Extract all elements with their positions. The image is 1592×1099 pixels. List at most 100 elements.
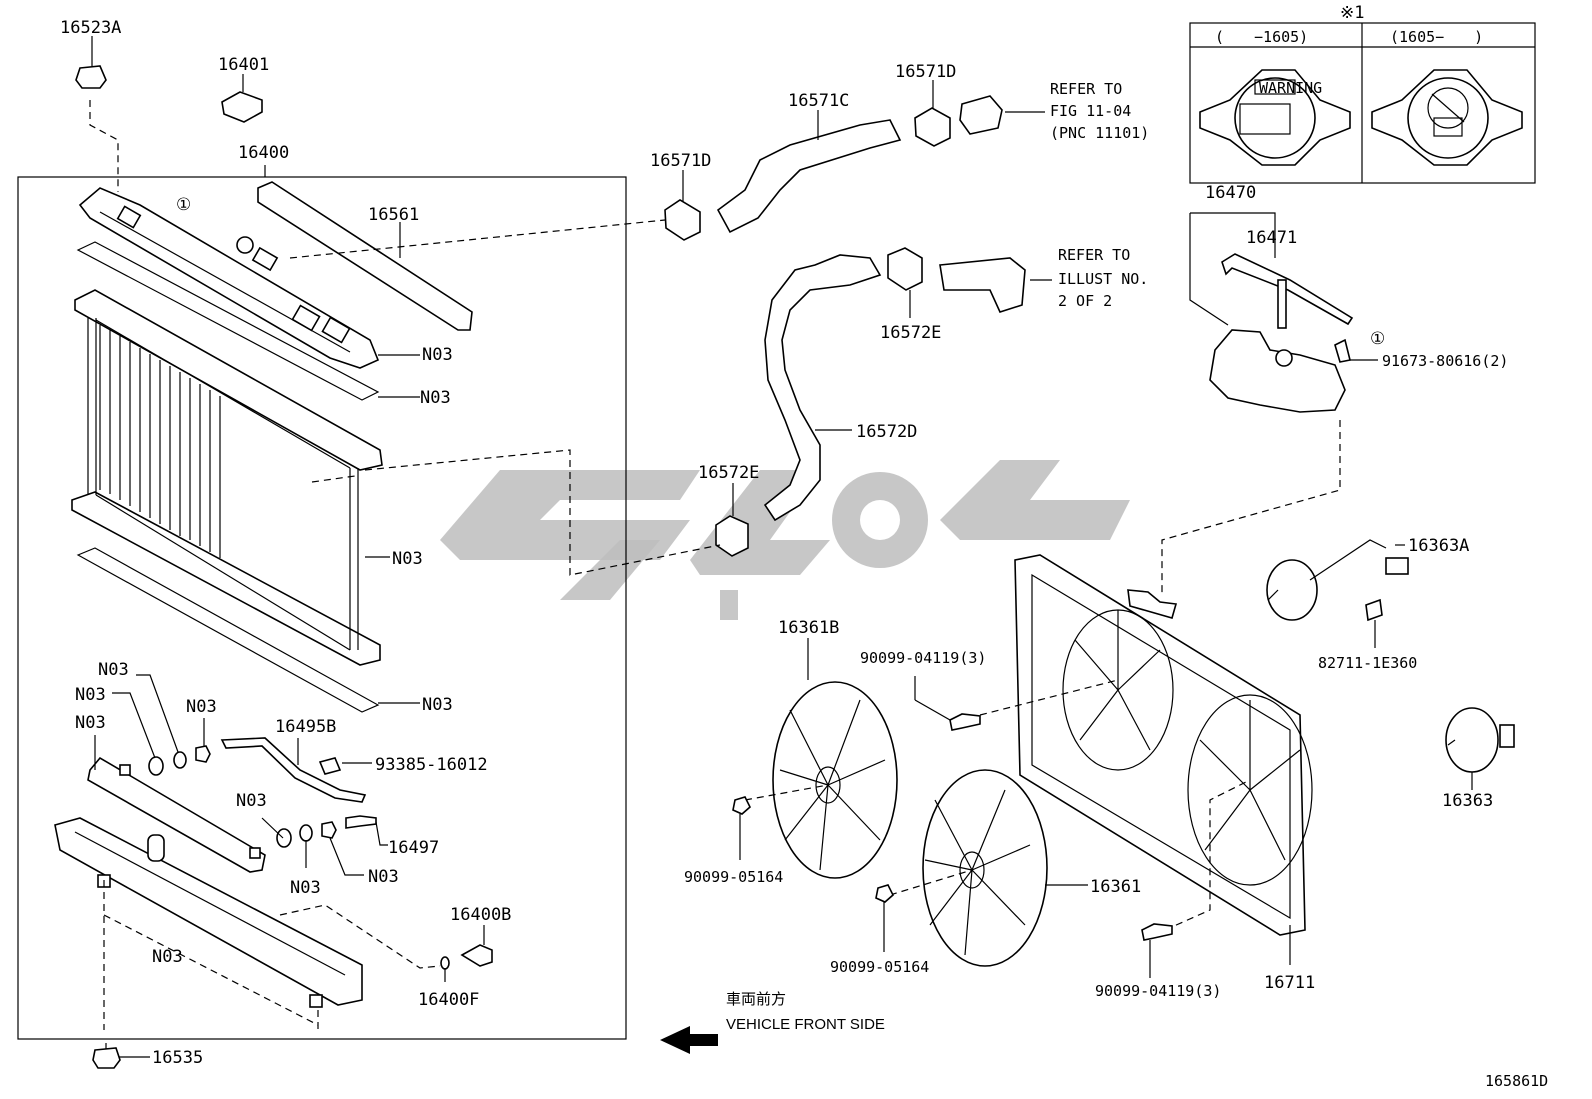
hose-16495B	[220, 737, 367, 803]
part-16571D-right[interactable]: 16571D	[895, 62, 956, 82]
part-16361[interactable]: 16361	[1090, 877, 1141, 897]
figure-id: 165861D	[1485, 1072, 1548, 1090]
refer-2-line3: 2 OF 2	[1058, 292, 1112, 310]
part-n03-8[interactable]: N03	[75, 713, 106, 733]
washer	[173, 751, 187, 769]
part-16711[interactable]: 16711	[1264, 973, 1315, 993]
part-82711-1E360[interactable]: 82711-1E360	[1318, 654, 1417, 672]
inset-col-left: ( −1605)	[1215, 28, 1308, 46]
drain-cock	[460, 944, 493, 967]
part-16363[interactable]: 16363	[1442, 791, 1493, 811]
part-16571D-left[interactable]: 16571D	[650, 151, 711, 171]
part-16535[interactable]: 16535	[152, 1048, 203, 1068]
part-90099-04119-b[interactable]: 90099-04119(3)	[1095, 982, 1221, 1000]
part-16400B[interactable]: 16400B	[450, 905, 511, 925]
part-16571C[interactable]: 16571C	[788, 91, 849, 111]
part-16572D[interactable]: 16572D	[856, 422, 917, 442]
seal-16561	[257, 181, 473, 331]
bolt-90099-04119-b	[1141, 923, 1173, 941]
fan-16361B	[772, 681, 898, 879]
front-note-en: VEHICLE FRONT SIDE	[726, 1016, 885, 1033]
upper-hose-16571C	[716, 119, 902, 234]
refer-2-line2: ILLUST NO.	[1058, 270, 1148, 288]
part-n03-9[interactable]: N03	[236, 791, 267, 811]
inset-col-right: (1605− )	[1390, 28, 1483, 46]
refer-1-line1: REFER TO	[1050, 80, 1122, 98]
part-91673-80616[interactable]: 91673-80616(2)	[1382, 352, 1508, 370]
reservoir-hose-16471	[1221, 253, 1354, 326]
washer-2	[299, 824, 313, 842]
fan-16361	[922, 769, 1048, 967]
reservoir-tank-16470	[1209, 329, 1346, 413]
part-n03-10[interactable]: N03	[290, 878, 321, 898]
part-16400[interactable]: 16400	[238, 143, 289, 163]
drain-plug-16535	[92, 1047, 121, 1069]
circle-marker-right: ①	[1370, 329, 1385, 349]
fan-shroud-16711	[1014, 554, 1313, 936]
part-n03-1[interactable]: N03	[422, 345, 453, 365]
part-16572E-bottom[interactable]: 16572E	[698, 463, 759, 483]
front-note-jp: 車両前方	[726, 991, 786, 1008]
drain-o-ring	[440, 956, 450, 970]
fan-motor-16363A	[1266, 539, 1409, 622]
part-16363A[interactable]: 16363A	[1408, 536, 1469, 556]
water-outlet-fitting	[939, 257, 1026, 313]
clamp-16572E-bottom	[715, 515, 749, 557]
part-16400F[interactable]: 16400F	[418, 990, 479, 1010]
clamp-16572E-top	[887, 247, 923, 291]
upper-gasket	[76, 241, 380, 401]
bolt-16497	[345, 815, 377, 829]
refer-1-line2: FIG 11-04	[1050, 102, 1131, 120]
radiator-core	[71, 289, 383, 666]
lower-gasket	[76, 547, 380, 713]
cap-warning-text: WARNING	[1259, 79, 1322, 97]
cap-gasket-16401	[221, 91, 263, 123]
radiator-assembly-frame	[17, 176, 627, 1040]
refer-2-line1: REFER TO	[1058, 246, 1130, 264]
part-16471[interactable]: 16471	[1246, 228, 1297, 248]
part-16561[interactable]: 16561	[368, 205, 419, 225]
part-n03-11[interactable]: N03	[368, 867, 399, 887]
radiator-cap-16523A	[75, 65, 107, 89]
bolt-90099-04119-a	[949, 713, 981, 731]
hose-fitting	[959, 95, 1003, 135]
nut-90099-05164-a	[732, 796, 751, 815]
part-16572E-top[interactable]: 16572E	[880, 323, 941, 343]
part-93385-16012[interactable]: 93385-16012	[375, 755, 488, 775]
part-n03-4[interactable]: N03	[422, 695, 453, 715]
part-n03-3[interactable]: N03	[392, 549, 423, 569]
part-n03-7[interactable]: N03	[186, 697, 217, 717]
part-16470[interactable]: 16470	[1205, 183, 1256, 203]
part-n03-6[interactable]: N03	[75, 685, 106, 705]
circle-marker-left: ①	[176, 195, 191, 215]
part-16495B[interactable]: 16495B	[275, 717, 336, 737]
part-n03-12[interactable]: N03	[152, 947, 183, 967]
part-16497[interactable]: 16497	[388, 838, 439, 858]
oil-cooler-pipe	[87, 756, 266, 873]
note-marker: ※1	[1340, 3, 1364, 23]
cap-variant-inset: WARNING	[1189, 22, 1536, 184]
part-n03-2[interactable]: N03	[420, 388, 451, 408]
clip-82711	[1365, 598, 1383, 622]
bolt-93385	[318, 757, 342, 775]
part-90099-04119-a[interactable]: 90099-04119(3)	[860, 649, 986, 667]
part-90099-05164-b[interactable]: 90099-05164	[830, 958, 929, 976]
part-90099-05164-a[interactable]: 90099-05164	[684, 868, 783, 886]
part-16523A[interactable]: 16523A	[60, 18, 121, 38]
nut-2	[321, 821, 337, 839]
upper-tank	[78, 187, 380, 369]
leader-lines	[91, 36, 1473, 1058]
refer-1-line3: (PNC 11101)	[1050, 124, 1149, 142]
lower-hose-16572D	[763, 254, 882, 522]
clamp-16571D-right	[914, 107, 951, 147]
nut-90099-05164-b	[875, 884, 894, 903]
nut	[195, 745, 211, 763]
part-16401[interactable]: 16401	[218, 55, 269, 75]
fan-motor-16363	[1445, 707, 1515, 773]
part-16361B[interactable]: 16361B	[778, 618, 839, 638]
clamp-16571D-left	[664, 199, 701, 241]
front-direction-arrow	[660, 1026, 718, 1054]
bolt-91673	[1334, 338, 1351, 363]
part-n03-5[interactable]: N03	[98, 660, 129, 680]
